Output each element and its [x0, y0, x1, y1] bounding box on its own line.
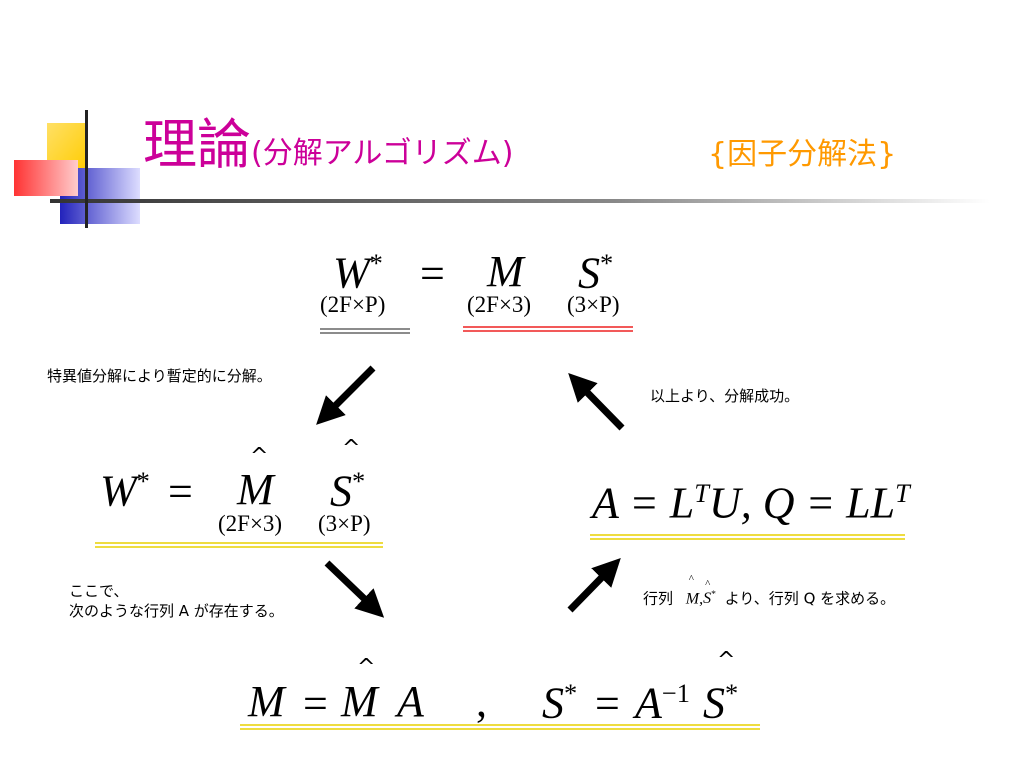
deco-vertical-rule: [85, 110, 88, 228]
note-find-prefix: 行列: [643, 589, 674, 608]
bot-eq-m2: M: [341, 677, 378, 726]
mid-left-underline: [95, 542, 383, 548]
top-dim-m: (2F×3): [467, 292, 532, 317]
mid-right-underline: [590, 534, 905, 540]
bot-eq-equals2: =: [595, 679, 620, 728]
mid-eq-lhs: W*: [100, 466, 150, 516]
note-success: 以上より、分解成功。: [650, 387, 800, 405]
bottom-underline: [240, 724, 760, 730]
title-right: {因子分解法}: [708, 137, 897, 172]
bot-hat-s: ^: [717, 648, 736, 673]
arrow-down-right: [324, 560, 385, 618]
title-sub: (分解アルゴリズム): [251, 136, 514, 171]
bot-eq-s2: S*: [703, 678, 739, 728]
mid-eq-s: S*: [330, 466, 366, 516]
arrow-up-left: [568, 372, 625, 431]
mid-eq-equals: =: [168, 467, 193, 516]
mid-eq-m: M: [237, 465, 274, 514]
mid-dim-m: (2F×3): [218, 511, 283, 536]
deco-horizontal-rule: [50, 199, 990, 203]
top-underlines: [320, 326, 633, 334]
decorative-corner: [14, 110, 990, 228]
bot-hat-m: ^: [357, 655, 376, 680]
mid-hat-s: ^: [342, 436, 361, 461]
arrow-down-left: [316, 365, 376, 425]
bot-eq-equals1: =: [303, 679, 328, 728]
bot-eq-a: A: [397, 677, 424, 726]
title-main: 理論: [143, 113, 251, 176]
note-exists-line2: 次のような行列 A が存在する。: [69, 602, 284, 620]
top-eq-lhs: W*: [333, 248, 383, 298]
inline-m-s: ^ M,^S*: [685, 573, 716, 608]
top-dim-s: (3×P): [567, 292, 620, 317]
note-svd: 特異値分解により暫定的に分解。: [47, 367, 272, 385]
note-exists-line1: ここで、: [69, 582, 129, 600]
top-eq-equals: =: [420, 249, 445, 298]
note-exists: ここで、 次のような行列 A が存在する。: [69, 581, 284, 621]
top-dim-w: (2F×P): [320, 292, 386, 317]
mid-right-eq: A = LTU, Q = LLT: [592, 478, 910, 528]
note-find: 行列 ^ M,^S* より、行列 Q を求める。: [643, 573, 896, 609]
mid-dim-s: (3×P): [318, 511, 371, 536]
mid-hat-m: ^: [250, 444, 269, 469]
top-eq-m: M: [487, 247, 524, 296]
bot-eq-m1: M: [248, 677, 285, 726]
bot-eq-comma: ,: [476, 677, 487, 726]
arrow-up-right: [567, 557, 621, 613]
bot-eq-a-inverse: A−1: [635, 678, 690, 728]
deco-red-rect: [14, 160, 78, 196]
top-eq-s: S*: [578, 248, 614, 298]
note-find-suffix: より、行列 Q を求める。: [724, 589, 896, 608]
bot-eq-s1: S*: [542, 678, 578, 728]
slide-title: 理論(分解アルゴリズム): [143, 118, 514, 172]
